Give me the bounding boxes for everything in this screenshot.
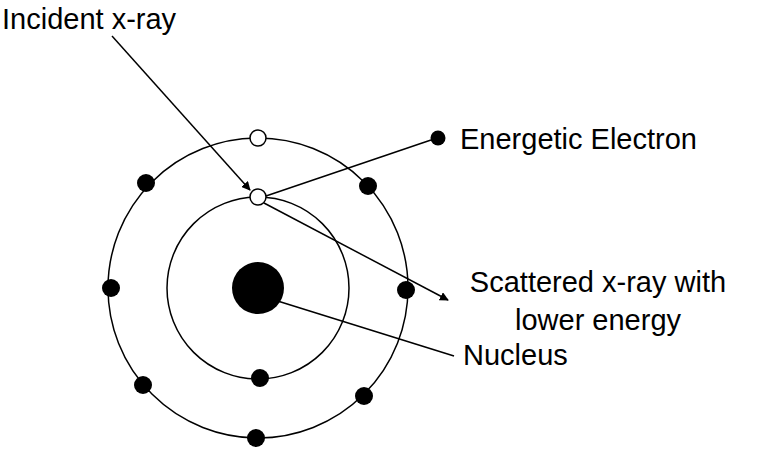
electron [359, 177, 377, 195]
electron-path [266, 140, 431, 196]
part-label: Nucleus [463, 337, 568, 375]
energetic-electron [431, 131, 446, 146]
incident-ray [112, 36, 250, 190]
nucleus-circle [232, 262, 284, 314]
leader-line [268, 298, 454, 356]
electron [251, 369, 269, 387]
inner-orbit [167, 197, 349, 379]
vacancy [250, 189, 266, 205]
vacancy [250, 130, 266, 146]
electron [355, 387, 373, 405]
electron [247, 429, 265, 447]
electron [397, 281, 415, 299]
outer-orbit [108, 138, 408, 438]
ray-label: Scattered x-ray with lower energy [446, 264, 750, 339]
scattered-ray [264, 203, 448, 300]
electron [137, 174, 155, 192]
electron [102, 279, 120, 297]
ray-label: Incident x-ray [2, 4, 176, 36]
electron-label: Energetic Electron [460, 121, 697, 159]
electron [134, 376, 152, 394]
